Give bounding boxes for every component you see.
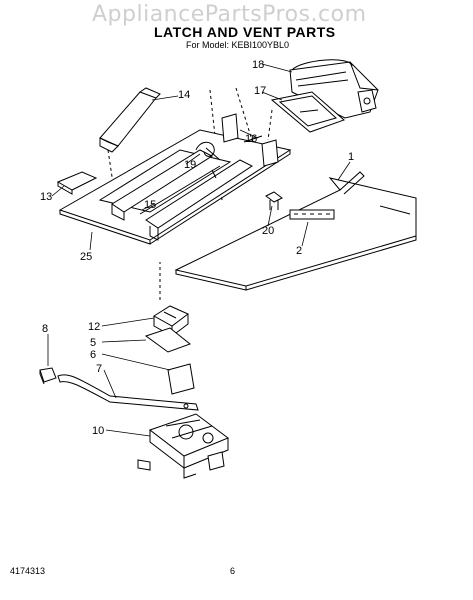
latch-knob: [39, 367, 57, 385]
insulator: [167, 363, 195, 395]
switch-plate: [144, 327, 192, 353]
latch-assembly: [137, 413, 230, 479]
leader-lines: [47, 63, 351, 437]
callout-16: 16: [245, 133, 257, 145]
callout-15: 15: [144, 199, 156, 211]
latch-frame-panel: [58, 129, 292, 245]
top-panel: [174, 171, 417, 291]
watermark: AppliancePartsPros.com: [92, 2, 367, 27]
callout-20: 20: [262, 225, 274, 237]
document-number: 4174313: [10, 566, 46, 576]
callout-1: 1: [348, 151, 354, 163]
latch-bracket: [221, 113, 279, 167]
callout-labels: 18 17 14 16 1 19 13 15 25 20 2 12 5 6 8 …: [40, 59, 354, 437]
diagram-title: LATCH AND VENT PARTS: [154, 24, 336, 40]
callout-2: 2: [296, 245, 302, 257]
callout-19: 19: [184, 159, 196, 171]
latch-block: [56, 171, 98, 195]
callout-6: 6: [90, 349, 96, 361]
vent-shield: [99, 87, 161, 153]
vent-bracket: [270, 91, 345, 133]
terminal-block: [289, 209, 335, 220]
latch-channel: [111, 149, 253, 241]
vent-duct: [289, 59, 379, 119]
latch-handle-rod: [57, 374, 199, 411]
callout-7: 7: [96, 363, 102, 375]
callout-8: 8: [42, 323, 48, 335]
mounting-clip: [265, 191, 283, 210]
callout-14: 14: [178, 89, 190, 101]
callout-10: 10: [92, 425, 104, 437]
callout-12: 12: [88, 321, 100, 333]
callout-13: 13: [40, 191, 52, 203]
callout-17: 17: [254, 85, 266, 97]
callout-25: 25: [80, 251, 92, 263]
model-line: For Model: KEBI100YBL0: [186, 40, 290, 50]
callout-18: 18: [252, 59, 264, 71]
latch-spring: [195, 141, 221, 179]
callout-5: 5: [90, 337, 96, 349]
page-number: 6: [230, 566, 236, 576]
